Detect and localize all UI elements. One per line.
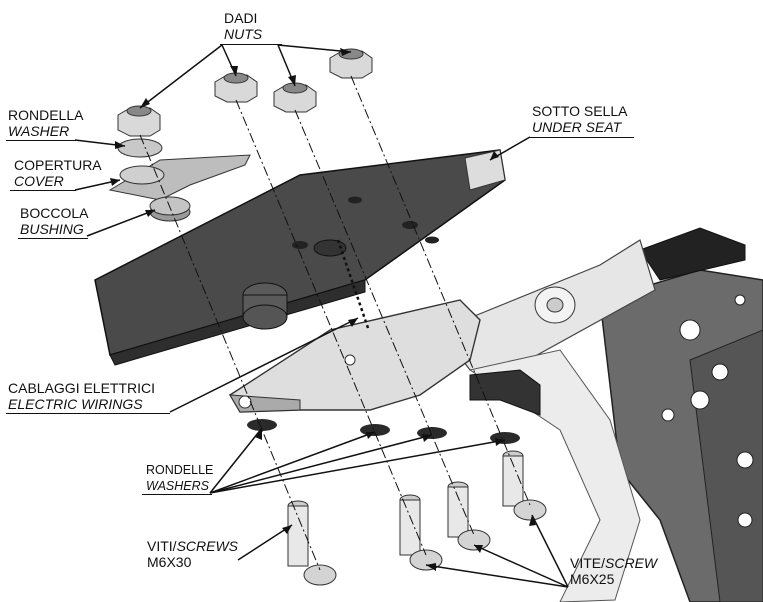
underline-under-seat (530, 137, 634, 138)
label-screw: SCREW (605, 555, 658, 571)
label-washers: WASHERS (146, 479, 209, 493)
label-washer: WASHER (8, 123, 70, 139)
label-vite-size: M6X25 (570, 571, 615, 587)
screw-m6x30 (287, 500, 337, 586)
label-cablaggi-elettrici: CABLAGGI ELETTRICI (8, 380, 156, 396)
label-electric-wirings: ELECTRIC WIRINGS (8, 396, 143, 412)
washer-lower-2 (360, 424, 390, 436)
cover-part (108, 154, 251, 201)
label-cover: COVER (14, 173, 64, 189)
label-vite-screw: VITE/SCREW (570, 555, 657, 571)
underline-electric-wirings (6, 413, 170, 414)
label-sotto-sella: SOTTO SELLA (532, 103, 628, 119)
underline-nuts (220, 44, 282, 45)
nut-2 (214, 72, 258, 103)
screw-m6x25-3 (502, 450, 547, 521)
label-vite: VITE/ (570, 555, 606, 571)
screw-m6x25-1 (399, 494, 443, 571)
label-rondelle: RONDELLE (146, 463, 214, 477)
label-viti: VITI/ (147, 538, 177, 554)
nut-4 (329, 48, 373, 79)
bushing-part (149, 196, 191, 222)
label-nuts: NUTS (224, 26, 263, 42)
washer-lower-1 (247, 419, 277, 431)
underline-bushing (18, 238, 88, 239)
label-dadi: DADI (224, 10, 258, 26)
underline-cover (10, 190, 76, 191)
label-screws: SCREWS (176, 538, 239, 554)
label-boccola: BOCCOLA (20, 205, 89, 221)
screw-m6x25-2 (447, 481, 491, 551)
label-bushing: BUSHING (20, 221, 84, 237)
frame (599, 227, 763, 602)
assembly-axes (139, 75, 531, 571)
label-under-seat: UNDER SEAT (532, 119, 622, 135)
washer-part (117, 138, 163, 158)
label-viti-screws: VITI/SCREWS (147, 538, 238, 554)
nut-3 (273, 82, 317, 113)
frame-rail (439, 239, 656, 602)
underline-washer (6, 140, 76, 141)
label-viti-size: M6X30 (147, 554, 192, 570)
underline-washers (142, 494, 212, 495)
label-rondella: RONDELLA (8, 107, 84, 123)
nut-1 (117, 105, 161, 137)
label-copertura: COPERTURA (14, 157, 102, 173)
leader-arrowheads (110, 48, 536, 571)
bracket (229, 299, 541, 416)
